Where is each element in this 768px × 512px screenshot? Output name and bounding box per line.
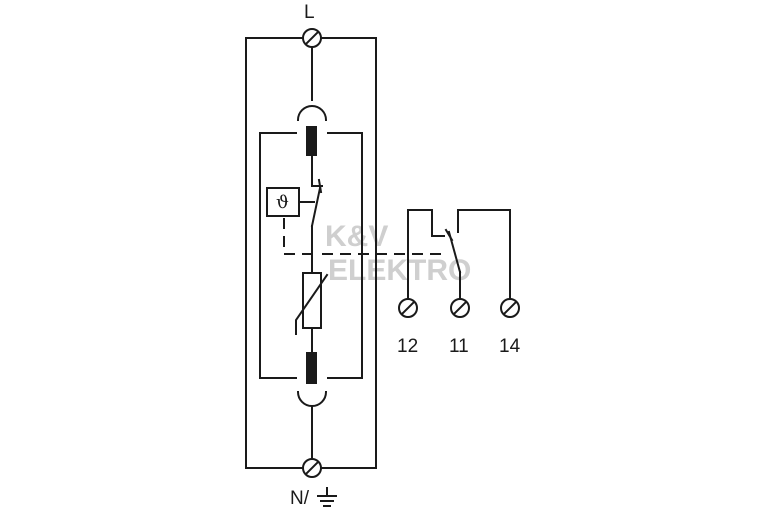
signal-contact-wiring <box>407 209 511 300</box>
disconnector-tick <box>317 178 323 194</box>
watermark-line2: ELEKTRO <box>328 254 471 287</box>
inner-module-right <box>327 132 363 379</box>
terminal-14-icon <box>500 298 520 318</box>
bottom-terminal-icon <box>302 458 322 478</box>
bottom-fuse-element-icon <box>306 352 317 384</box>
line-label: L <box>304 2 315 23</box>
ground-icon <box>317 487 337 507</box>
mechanical-link-left <box>283 218 314 255</box>
theta-label: ϑ <box>276 192 289 213</box>
watermark-line1: K&V <box>325 220 388 253</box>
disconnector-blade <box>310 186 322 228</box>
terminal-11-icon <box>450 298 470 318</box>
inner-module-left <box>259 132 297 379</box>
top-plug-connector <box>296 105 328 122</box>
terminal-12-label: 12 <box>397 336 418 357</box>
neutral-label: N/ <box>290 488 310 509</box>
top-terminal-icon <box>302 28 322 48</box>
bottom-plug-connector <box>296 390 328 407</box>
top-fuse-element-icon <box>306 126 317 156</box>
varistor-icon <box>295 272 329 335</box>
terminal-11-label: 11 <box>449 336 469 357</box>
terminal-12-icon <box>398 298 418 318</box>
terminal-14-label: 14 <box>499 336 521 357</box>
watermark: K&V ELEKTRO <box>325 220 471 287</box>
